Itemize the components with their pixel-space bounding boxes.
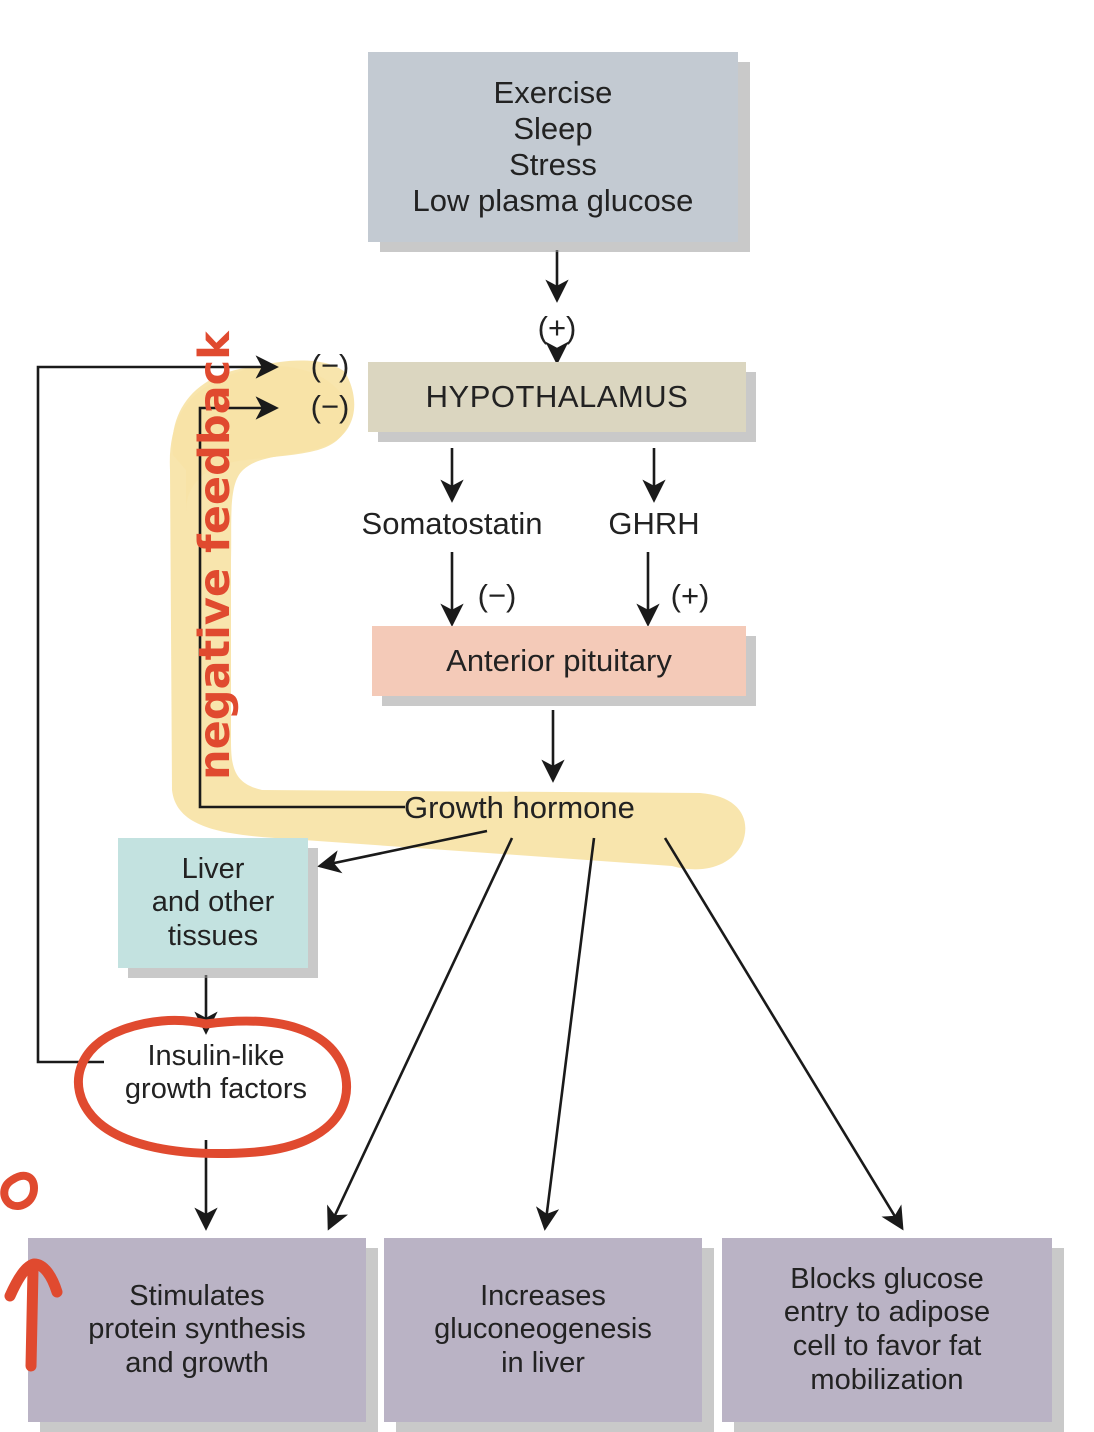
pituitary-box: Anterior pituitary <box>372 626 746 696</box>
arrow-gh-to-liver <box>317 829 488 874</box>
effect-protein-box: Stimulates protein synthesis and growth <box>28 1238 366 1422</box>
hypothalamus-box: HYPOTHALAMUS <box>368 362 746 432</box>
red-up-arrow-annotation <box>25 1264 39 1372</box>
arrow-gh-to-effect-glucose <box>663 837 904 1231</box>
red-circle-annotation <box>73 1015 352 1158</box>
feedback-line-gh <box>198 396 405 809</box>
sign-igf-feedback-minus: (−) <box>310 348 350 383</box>
sign-ghrh-plus: (+) <box>670 578 710 613</box>
liver-box: Liver and other tissues <box>118 838 308 968</box>
arrow-gh-to-effect-protein <box>327 837 514 1231</box>
arrow-gh-to-effect-gluconeo <box>535 837 596 1231</box>
red-up-arrow-head <box>4 1258 63 1302</box>
growth-hormone-label: Growth hormone <box>404 790 635 825</box>
stimuli-box: Exercise Sleep Stress Low plasma glucose <box>368 52 738 242</box>
red-stray-mark-o <box>0 1171 38 1210</box>
sign-stimuli-plus: (+) <box>537 310 577 345</box>
igf-label: Insulin-like growth factors <box>124 1040 308 1106</box>
effect-glucose-box: Blocks glucose entry to adipose cell to … <box>722 1238 1052 1422</box>
ghrh-label: GHRH <box>608 506 700 541</box>
feedback-line-igf <box>36 355 279 1064</box>
negative-feedback-annotation: negative feedback <box>190 331 240 780</box>
effect-gluconeo-box: Increases gluconeogenesis in liver <box>384 1238 702 1422</box>
sign-somatostatin-minus: (−) <box>477 578 517 613</box>
somatostatin-label: Somatostatin <box>361 506 543 541</box>
sign-gh-feedback-minus: (−) <box>310 389 350 424</box>
highlighter-stroke <box>169 360 746 870</box>
